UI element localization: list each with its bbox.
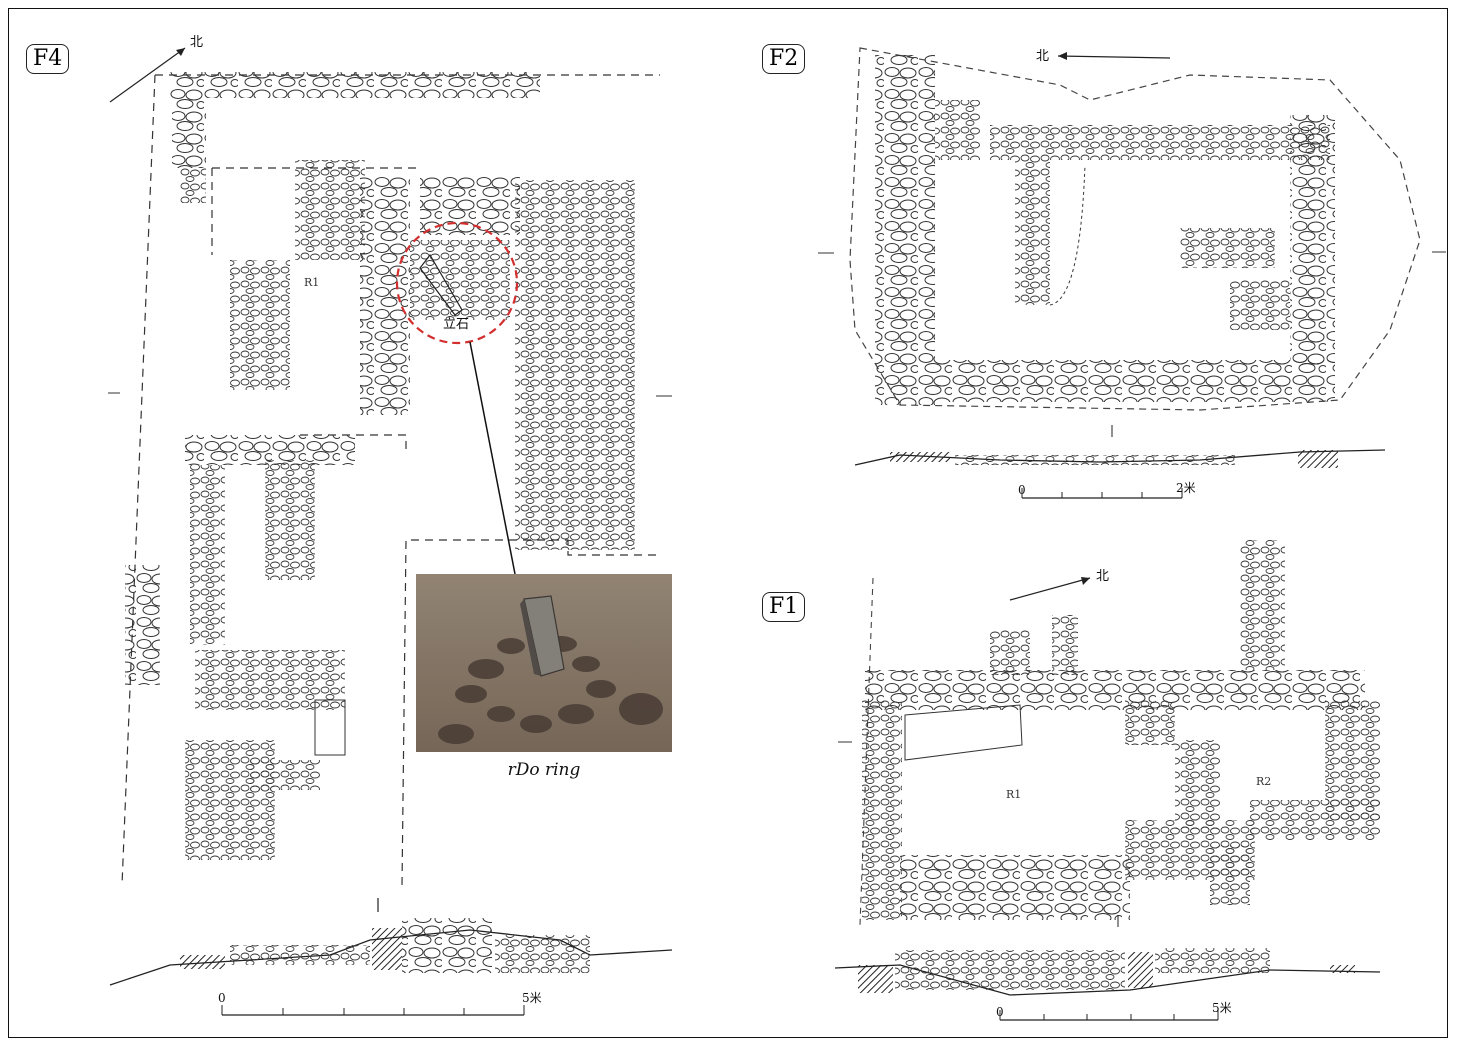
f4-scale-end: 5米: [522, 991, 542, 1005]
panel-tag-f4: F4: [26, 44, 70, 74]
f1-north-label: 北: [1096, 569, 1109, 584]
f1-scale-bar: [999, 1010, 1219, 1021]
f1-section-profile: [834, 915, 1381, 996]
f2-scale-end: 2米: [1176, 481, 1196, 495]
f4-standing-stone: [419, 253, 463, 316]
f1-stone-walls: [862, 540, 1380, 920]
f2-scale-start: 0: [1018, 483, 1026, 497]
panel-tag-f2: F2: [762, 44, 806, 74]
f4-room-label: R1: [304, 276, 319, 289]
f4-section-profile: [109, 898, 673, 986]
f2-site-boundary: [849, 47, 1421, 411]
highlight-circle: [395, 221, 519, 345]
f4-scale-bar: [221, 1005, 525, 1016]
f2-section-profile: [854, 425, 1386, 468]
f2-scale-bar: [1021, 488, 1183, 499]
f4-stone-walls: [125, 72, 635, 860]
rdo-ring-photo-art: [416, 574, 672, 752]
f1-scale-start: 0: [996, 1005, 1004, 1019]
f2-north-arrow: [1057, 52, 1171, 60]
photo-caption: rDo ring: [507, 760, 581, 780]
callout-line: [469, 341, 516, 575]
f4-scale-start: 0: [218, 991, 226, 1005]
f4-north-label: 北: [190, 35, 203, 50]
rdo-ring-photo: [416, 574, 672, 752]
f1-room1-label: R1: [1006, 788, 1021, 801]
f1-room2-label: R2: [1256, 775, 1271, 788]
panel-tag-f1: F1: [762, 592, 806, 622]
f1-scale-end: 5米: [1212, 1001, 1232, 1015]
f4-north-arrow: [109, 47, 186, 103]
f2-north-label: 北: [1036, 49, 1049, 64]
f4-standing-stone-label: 立石: [443, 317, 469, 332]
f1-north-arrow: [1009, 577, 1091, 601]
f2-stone-walls: [875, 55, 1335, 405]
